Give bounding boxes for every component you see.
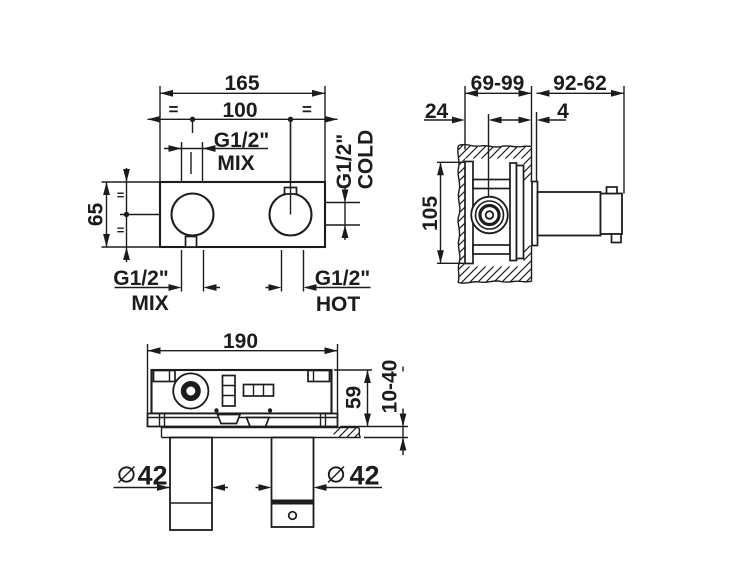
bottom-hot-thread-label: G1/2" [315,267,370,290]
bracket-top-arm [472,178,511,190]
pipe-right-band [271,499,314,505]
equal-top-label: = [117,188,125,203]
dim-65: 65 = = [85,168,160,262]
cartridge-ring [180,381,201,401]
valve-body-ring [478,203,501,227]
dim-165: 165 [159,72,326,182]
wall-break-bottom [457,280,532,284]
dim-105: 105 [419,161,465,264]
dim-165-label: 165 [224,72,259,95]
valve-body-center [484,210,495,220]
wall-recess [523,181,532,246]
valve-body-outer [470,195,509,235]
dim-dia-left: 42 [113,461,228,491]
dim-4: 4 [518,100,569,124]
bottom-mix-name-label: MIX [131,292,168,315]
terminal-block-vertical [221,374,236,407]
top-mix-thread-label: G1/2" [214,129,269,152]
wall-strip-section [333,427,361,438]
spout-body [536,191,602,237]
equal-left-label: = [169,100,179,119]
bracket-bottom-arm [472,244,511,255]
bracket-front-plate-1 [509,162,518,262]
wall-break-top [458,143,532,148]
left-valve-stop [184,235,198,248]
dim-69-99-label: 69-99 [471,72,525,95]
cold-name-label: COLD [355,130,378,190]
dia-42-left-label: 42 [137,461,167,491]
cap-top-tab [605,186,618,195]
pipe-right-hole [287,510,298,521]
side-view: 69-99 92-62 24 4 105 [419,72,625,284]
dim-10-40: 10-40 [364,360,408,455]
dim-24: 24 [424,100,519,124]
equal-right-label: = [302,100,312,119]
wall-strip-break [357,427,362,438]
dim-92-62: 92-62 [535,72,625,194]
flange-screws [158,413,327,427]
top-mix-name-label: MIX [217,152,254,175]
dia-42-right-label: 42 [349,461,379,491]
left-valve [170,192,215,237]
dim-105-label: 105 [419,196,442,231]
clamp-tab-1 [216,413,242,425]
corner-tab-right [307,369,331,383]
corner-tab-left [152,369,176,383]
dim-100-label: 100 [222,99,257,122]
bottom-mix-thread-label: G1/2" [113,267,168,290]
top-mix-port: G1/2" MIX [164,129,269,182]
pipe-left [169,436,213,531]
dim-dia-right: 42 [255,461,382,491]
dim-92-62-label: 92-62 [553,72,607,95]
diameter-icon [118,466,135,483]
dim-59: 59 [334,369,408,428]
dim-190-label: 190 [223,330,258,353]
right-cold-port: G1/2" COLD [325,130,378,240]
dim-24-label: 24 [425,100,449,123]
spout-end-cap [599,192,623,235]
bottom-view: 190 59 [113,330,408,531]
mounting-flange [146,412,339,428]
dim-190: 190 [146,330,339,413]
dim-4-label: 4 [557,100,569,123]
cold-thread-label: G1/2" [333,134,356,189]
bottom-mix-port: G1/2" MIX [113,250,220,315]
clamp-tab-2 [245,416,271,428]
dim-69-99: 69-99 [464,72,533,150]
dim-59-label: 59 [343,386,366,409]
diameter-icon [327,466,345,483]
bracket-front-plate-2 [515,164,525,260]
valve-body-mid [474,200,505,230]
bottom-hot-name-label: HOT [316,293,361,316]
bottom-hot-port: G1/2" HOT [265,250,371,316]
cap-bottom-tab [610,233,622,244]
dim-65-label: 65 [85,203,108,227]
equal-bottom-label: = [117,223,125,238]
front-view: 165 100 = = G1/2" MIX 65 = [85,72,378,316]
terminal-block-horizontal [242,383,275,397]
dim-10-40-label: 10-40 [379,360,402,414]
